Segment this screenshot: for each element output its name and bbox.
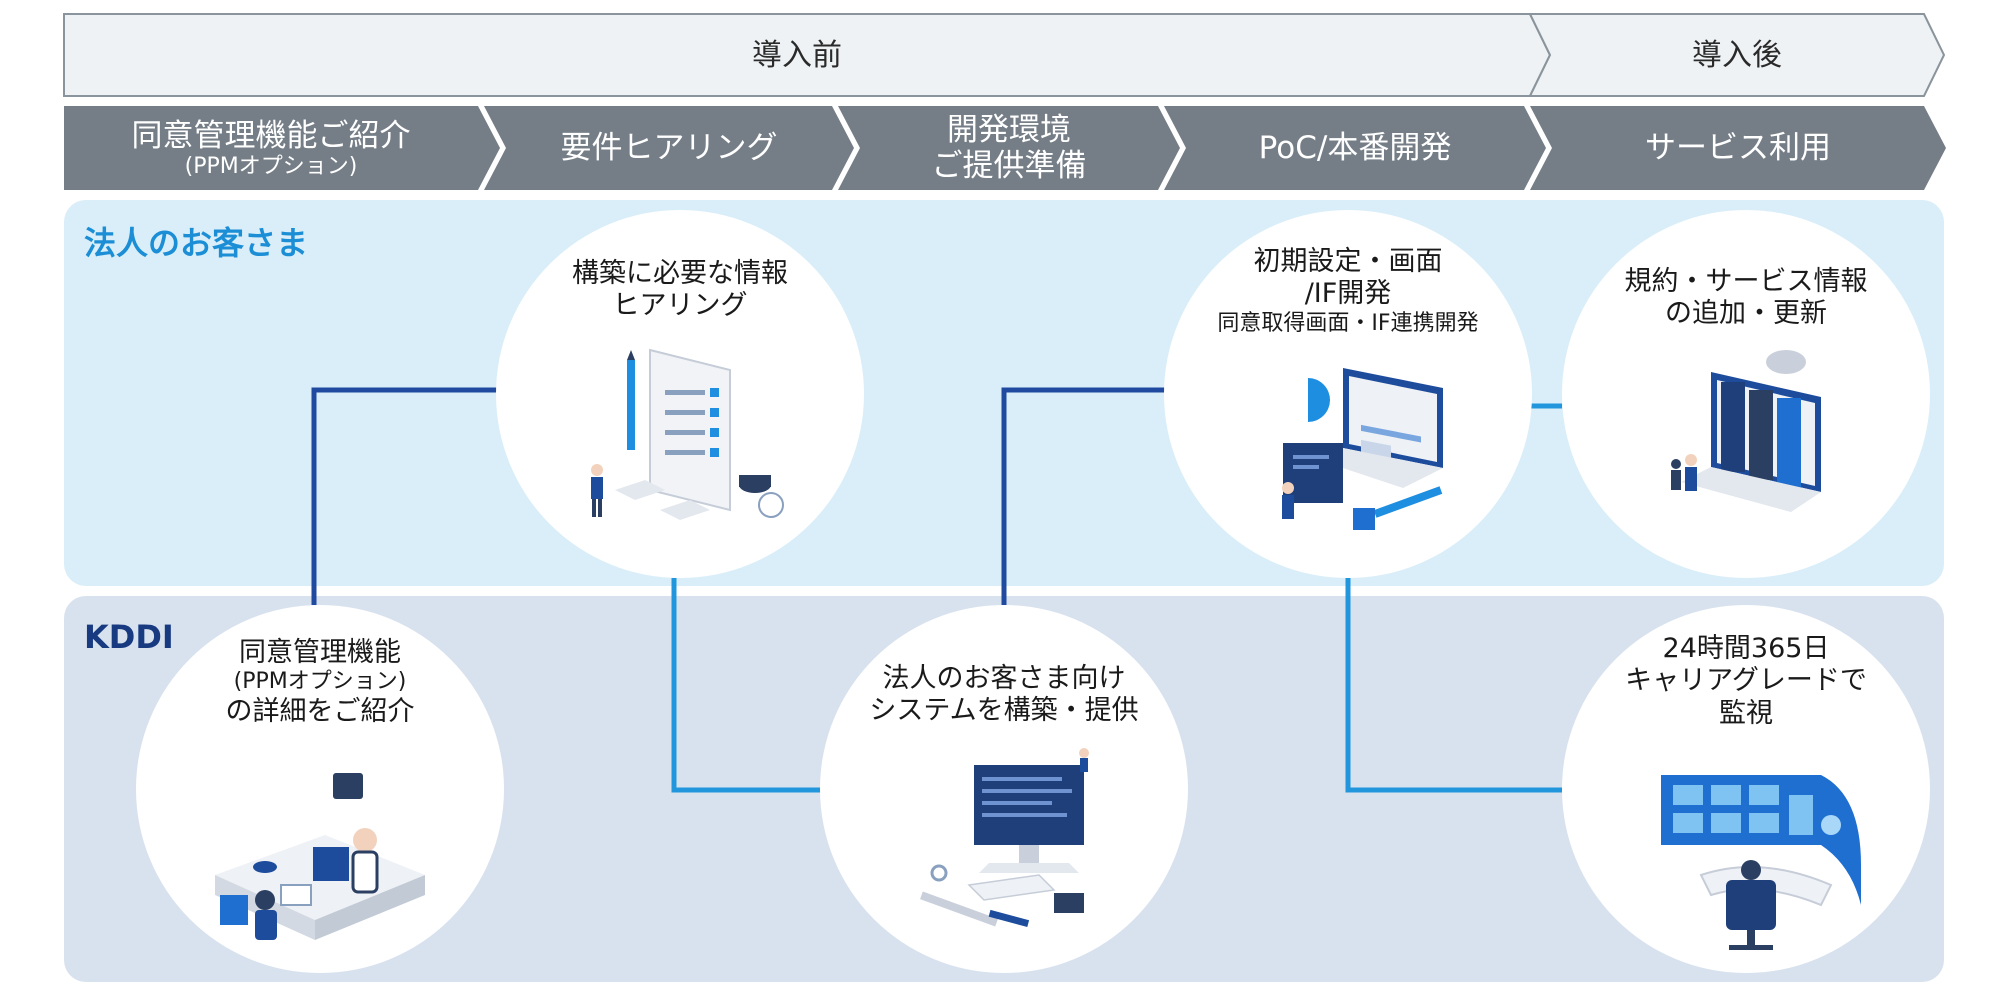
circle-monitor-line2: キャリアグレードで (1625, 665, 1867, 697)
meeting-desk-illustration (215, 773, 425, 940)
control-room-illustration (1661, 775, 1861, 950)
step-4-label: PoC/本番開発 (1258, 130, 1452, 167)
step-3-title-line1: 開発環境 (947, 112, 1071, 149)
circle-intro-line2: (PPMオプション) (233, 669, 407, 695)
phase-after-label: 導入後 (1692, 37, 1782, 73)
phase-after-arrow (1528, 13, 1946, 97)
lane-customer-label: 法人のお客さま (84, 224, 309, 262)
step-4-chevron (1164, 106, 1546, 190)
step-2-label: 要件ヒアリング (560, 130, 778, 167)
step-3-label: 開発環境 ご提供準備 (860, 108, 1158, 190)
circle-hearing: 構築に必要な情報 ヒアリング (496, 210, 864, 578)
step-3-title-line2: ご提供準備 (931, 148, 1087, 184)
step-3-chevron (838, 106, 1180, 190)
laptop-dev-illustration (1282, 368, 1443, 530)
step-5-label: サービス利用 (1645, 130, 1831, 167)
circle-setup-line3: 同意取得画面・IF連携開発 (1217, 310, 1479, 336)
step-1-title: 同意管理機能ご紹介 (131, 117, 411, 154)
circle-intro: 同意管理機能 (PPMオプション) の詳細をご紹介 (136, 605, 504, 973)
phase-before-label: 導入前 (752, 37, 842, 73)
circle-monitor: 24時間365日 キャリアグレードで 監視 (1562, 605, 1930, 973)
circle-monitor-line3: 監視 (1719, 697, 1773, 729)
circle-hearing-title: 構築に必要な情報 ヒアリング (516, 258, 844, 323)
step-1-chevron (64, 106, 500, 190)
circle-intro-line3: の詳細をご紹介 (225, 695, 415, 727)
circle-hearing-line2: ヒアリング (612, 290, 748, 322)
circle-terms-line2: の追加・更新 (1665, 298, 1827, 330)
circle-terms-title: 規約・サービス情報 の追加・更新 (1582, 266, 1910, 331)
circle-terms-line1: 規約・サービス情報 (1624, 266, 1868, 297)
step-1-label: 同意管理機能ご紹介 (PPMオプション) (64, 108, 478, 190)
step-2-chevron (484, 106, 854, 190)
circle-setup-line1: 初期設定・画面 (1253, 246, 1443, 277)
circle-build: 法人のお客さま向け システムを構築・提供 (820, 605, 1188, 973)
circle-intro-title: 同意管理機能 (PPMオプション) の詳細をご紹介 (156, 637, 484, 728)
circle-terms: 規約・サービス情報 の追加・更新 (1562, 210, 1930, 578)
circle-setup-title: 初期設定・画面 /IF開発 同意取得画面・IF連携開発 (1184, 246, 1512, 337)
circle-build-line2: システムを構築・提供 (869, 695, 1139, 727)
circle-hearing-line1: 構築に必要な情報 (572, 258, 788, 289)
step-5-chevron (1530, 106, 1946, 190)
circle-build-title: 法人のお客さま向け システムを構築・提供 (840, 663, 1168, 728)
circle-monitor-line1: 24時間365日 (1662, 633, 1830, 664)
circle-setup-line2: /IF開発 (1304, 278, 1392, 310)
circle-setup: 初期設定・画面 /IF開発 同意取得画面・IF連携開発 (1164, 210, 1532, 578)
circle-intro-line1: 同意管理機能 (239, 637, 401, 668)
circle-build-line1: 法人のお客さま向け (882, 663, 1126, 694)
lane-kddi-label: KDDI (84, 618, 174, 656)
checklist-illustration (591, 348, 784, 520)
circle-monitor-title: 24時間365日 キャリアグレードで 監視 (1582, 633, 1910, 730)
step-1-subtitle: (PPMオプション) (184, 154, 358, 180)
monitor-tools-illustration (920, 748, 1089, 928)
laptop-books-illustration (1671, 350, 1821, 512)
